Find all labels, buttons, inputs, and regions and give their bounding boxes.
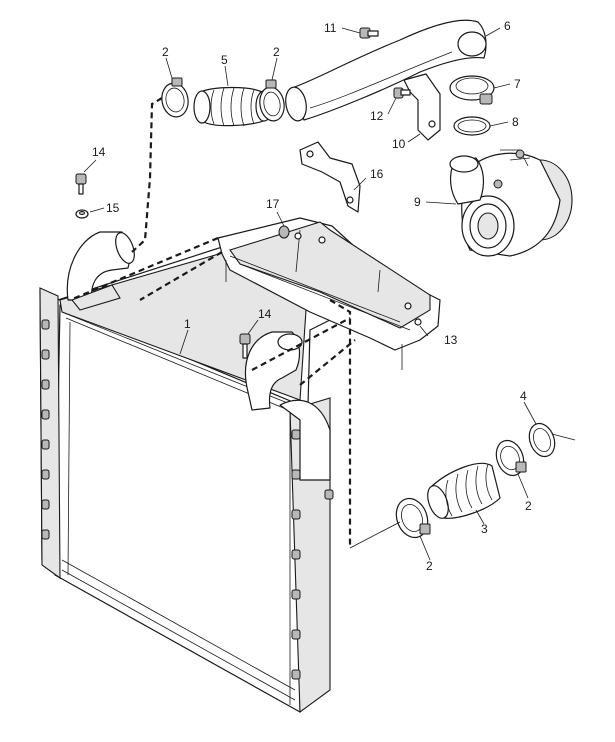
intercooler-core xyxy=(39,231,371,714)
v-band-clamp-7 xyxy=(449,75,495,105)
callout-10: 10 xyxy=(392,137,406,151)
callout-16: 16 xyxy=(370,167,384,181)
callout-12: 12 xyxy=(370,109,384,123)
callout-2-upper-right: 2 xyxy=(273,45,280,59)
callout-11: 11 xyxy=(324,21,337,35)
callout-3: 3 xyxy=(481,522,488,536)
lower-hose-assembly xyxy=(395,422,576,539)
callout-9: 9 xyxy=(414,195,421,209)
callout-6: 6 xyxy=(504,19,511,33)
callout-14-left: 14 xyxy=(92,145,106,159)
seal-ring-8 xyxy=(453,116,491,136)
turbocharger xyxy=(449,149,573,257)
bolt-12 xyxy=(393,87,411,99)
bolt-11 xyxy=(359,27,379,39)
callout-17: 17 xyxy=(266,197,280,211)
bolt-17 xyxy=(278,225,290,239)
upper-hose-assembly xyxy=(161,77,285,127)
charge-air-pipe xyxy=(285,19,487,122)
callout-2-lower-left: 2 xyxy=(426,559,433,573)
callout-labels: 1 2 2 2 2 3 4 5 6 7 8 9 10 11 12 13 14 1… xyxy=(92,19,532,573)
callout-8: 8 xyxy=(512,115,519,129)
bolt-14-right xyxy=(239,333,251,359)
callout-2-lower-right: 2 xyxy=(525,499,532,513)
alignment-dashed-lines xyxy=(69,97,401,549)
bolt-14-left xyxy=(75,173,87,195)
support-bracket xyxy=(299,141,361,213)
callout-5: 5 xyxy=(221,53,228,67)
clamp-bracket-10 xyxy=(403,73,441,141)
callout-1: 1 xyxy=(184,317,191,331)
callout-4: 4 xyxy=(520,389,527,403)
callout-14-right: 14 xyxy=(258,307,272,321)
callout-13: 13 xyxy=(444,333,458,347)
callout-2-upper-left: 2 xyxy=(162,45,169,59)
callout-7: 7 xyxy=(514,77,521,91)
mounting-bracket xyxy=(217,217,441,370)
callout-15: 15 xyxy=(106,201,120,215)
washer-15 xyxy=(75,209,89,219)
leader-lines xyxy=(83,27,537,561)
